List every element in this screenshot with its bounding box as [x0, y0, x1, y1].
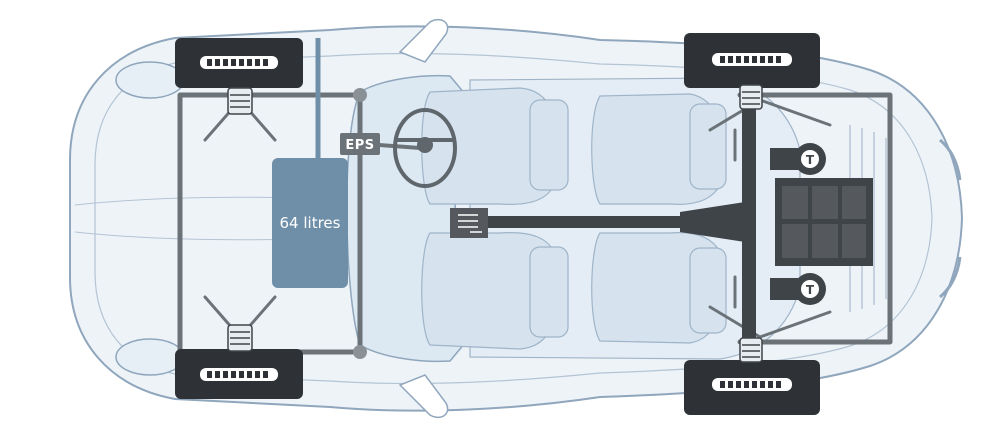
- fuel-tank: 64 litres: [272, 38, 348, 288]
- wheel-front-left: [175, 38, 303, 88]
- tail-light-bottom: [939, 256, 962, 299]
- spring-rear-right: [739, 337, 763, 363]
- wheel-rear-left: [684, 33, 820, 88]
- propshaft: [488, 216, 688, 228]
- fuel-tank-body: [272, 158, 348, 288]
- steering-wheel: [393, 108, 457, 188]
- turbo-left: T: [770, 143, 826, 175]
- spring-front-right: [227, 324, 253, 352]
- gearbox: [680, 202, 745, 242]
- seat-front-right: [421, 232, 569, 350]
- fuel-tank-label: 64 litres: [280, 214, 341, 232]
- seat-front-left: [421, 87, 569, 205]
- headlight-top: [115, 61, 185, 99]
- headlight-bottom: [115, 338, 185, 376]
- front-diff-box: [450, 208, 488, 238]
- springs: [227, 84, 763, 363]
- front-diff-lines: [458, 214, 482, 233]
- turbo-left-label: T: [806, 153, 815, 167]
- wheel-front-right: [175, 349, 303, 399]
- front-arm: [203, 98, 277, 339]
- steering-joints: [353, 88, 367, 359]
- steering-assembly: EPS: [340, 108, 457, 188]
- spring-front-left: [227, 87, 253, 115]
- engine-cylinders: [782, 186, 866, 258]
- turbo-right: T: [770, 273, 826, 305]
- spring-rear-left: [739, 84, 763, 110]
- seats: [421, 87, 727, 350]
- turbo-right-label: T: [806, 283, 815, 297]
- side-mirror-top: [398, 18, 449, 63]
- tail-light-top: [939, 138, 962, 181]
- drivetrain: T T: [450, 80, 873, 360]
- seat-rear-left: [591, 93, 727, 205]
- eps-badge: [340, 133, 380, 155]
- side-mirror-bottom: [398, 374, 449, 419]
- wheels: [175, 33, 820, 415]
- rear-subframe: [737, 92, 893, 345]
- seat-rear-right: [591, 232, 727, 344]
- eps-label: EPS: [345, 138, 374, 153]
- wheel-rear-right: [684, 360, 820, 415]
- rear-arm: [708, 98, 832, 339]
- rear-axle-vertical: [742, 80, 756, 360]
